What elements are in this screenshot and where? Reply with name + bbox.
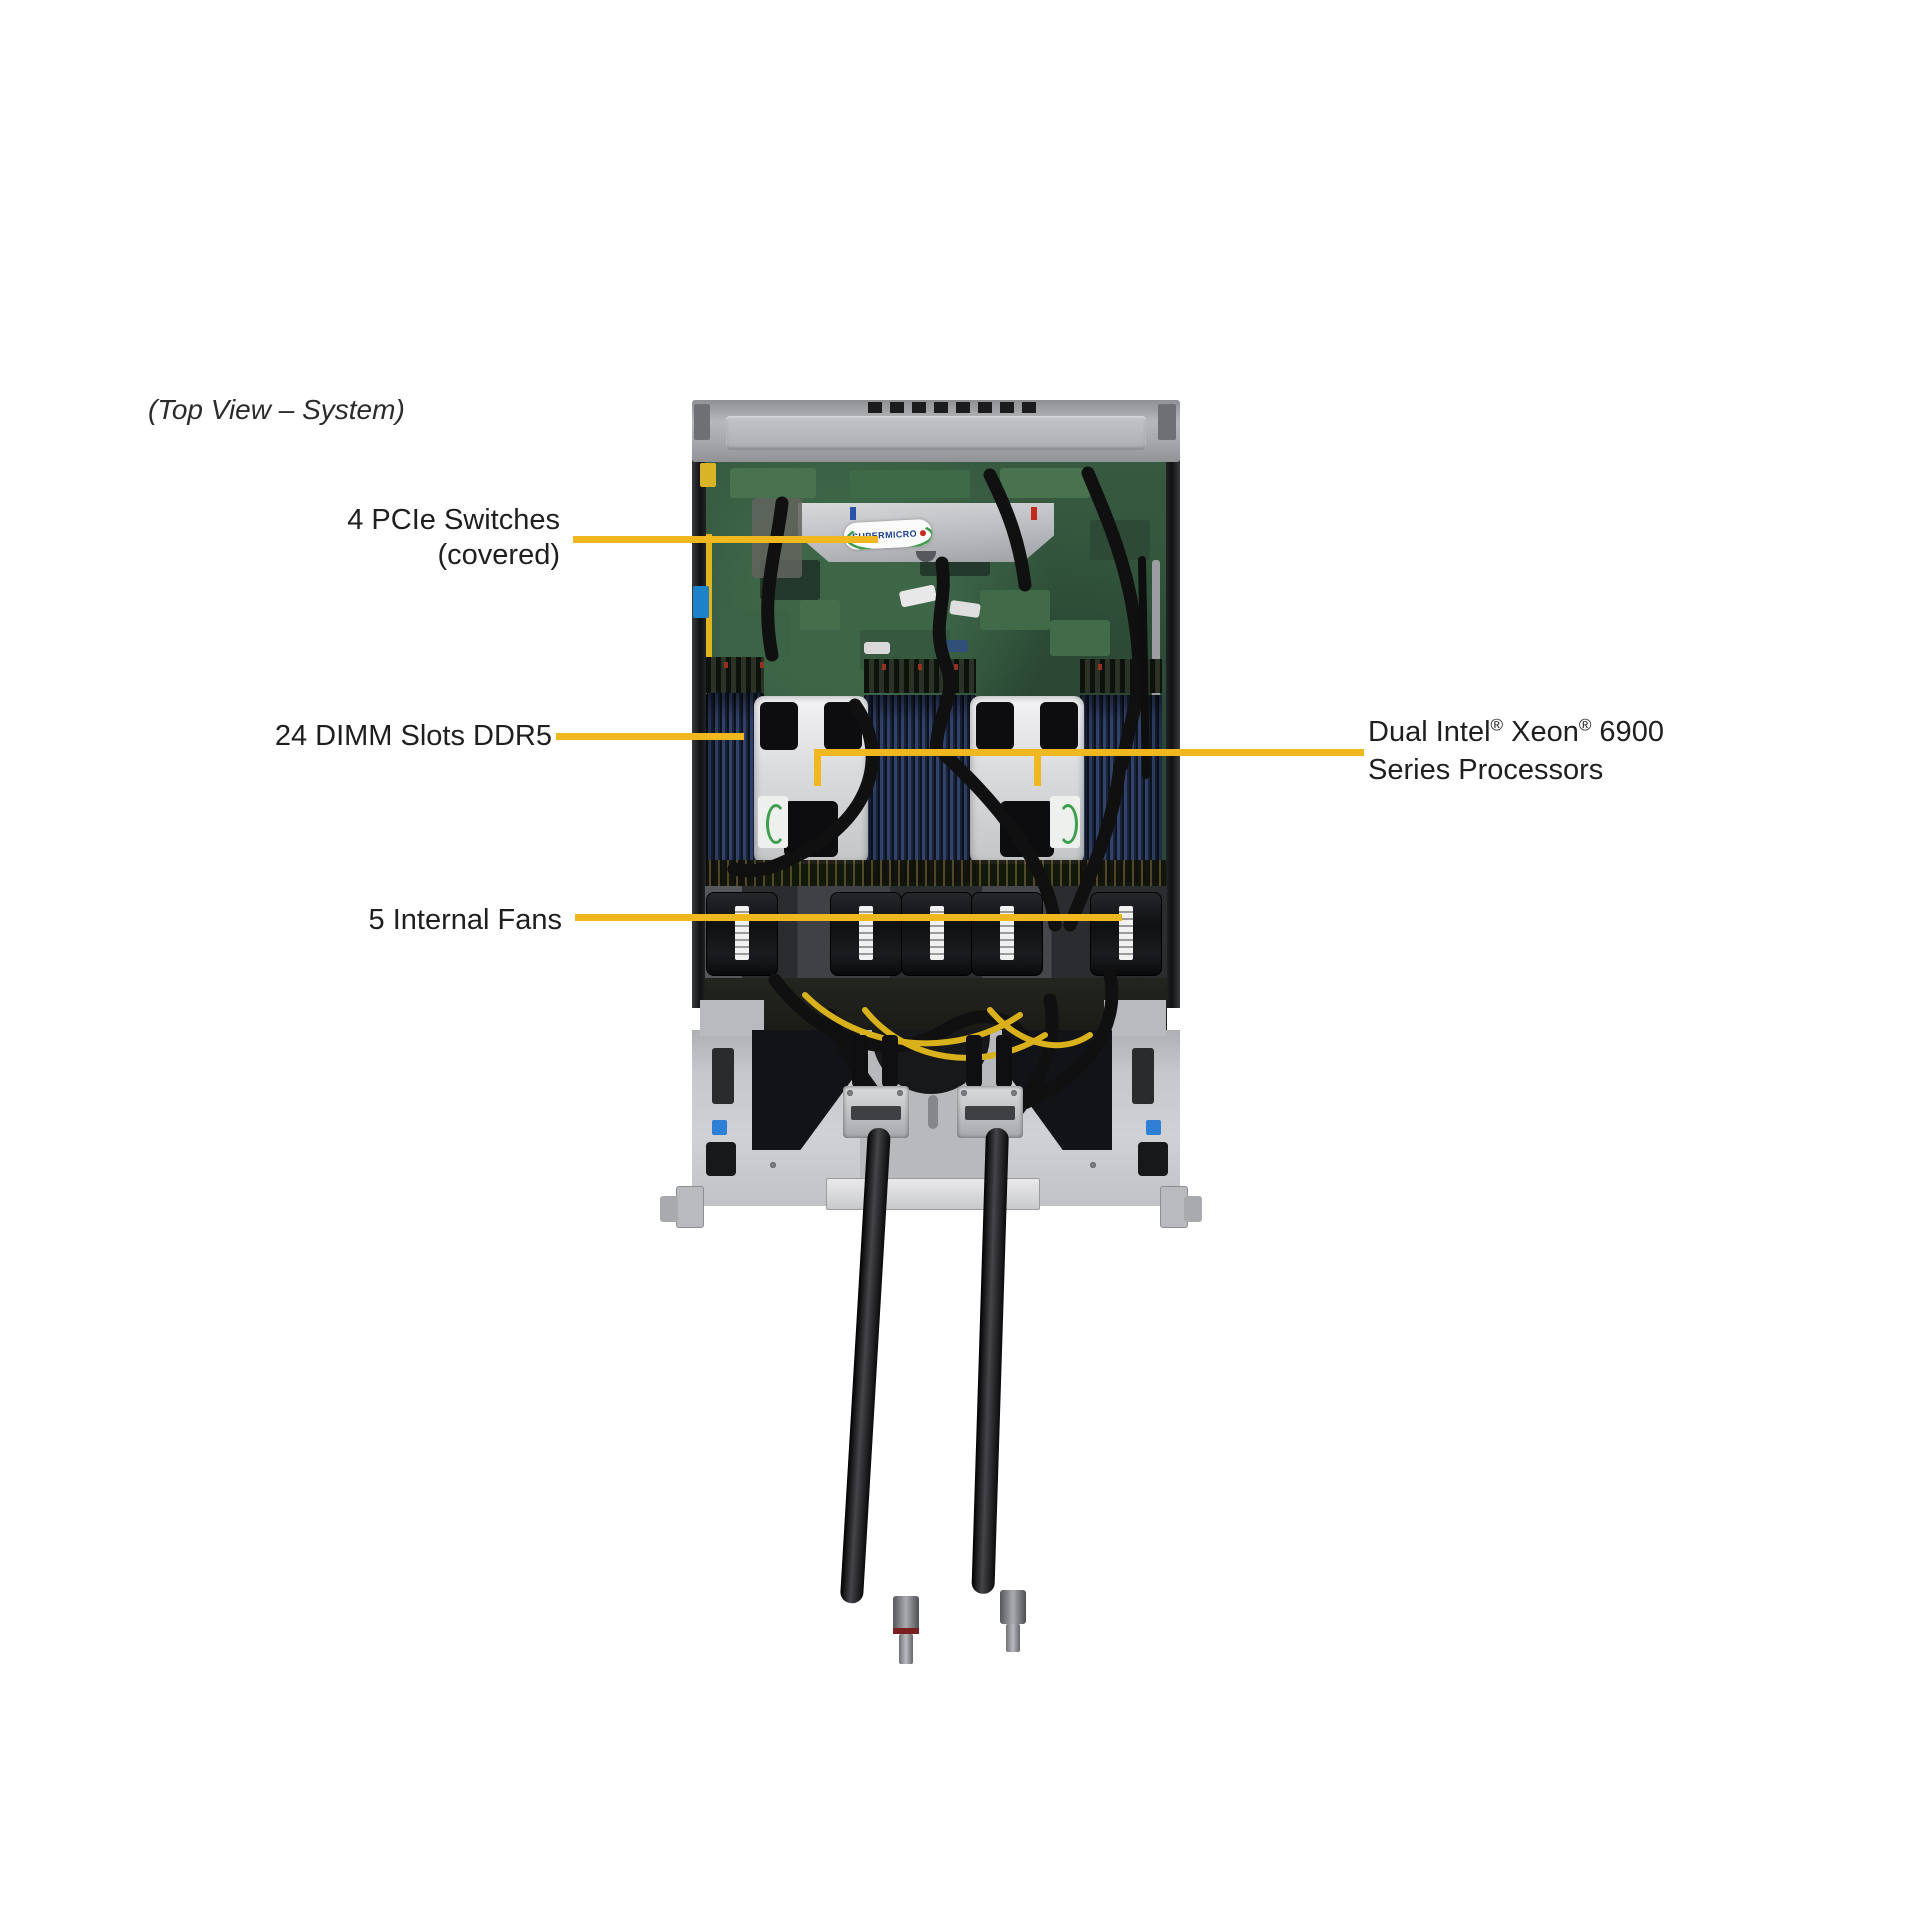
fan-2 — [830, 892, 902, 976]
tube-connector-left — [893, 1596, 919, 1630]
foot-left — [676, 1186, 704, 1228]
dimm-slots-label: 24 DIMM Slots DDR5 — [274, 720, 552, 752]
chassis-top-bar — [692, 400, 1180, 462]
tube-red-band — [893, 1628, 919, 1634]
side-clip-left — [660, 1196, 678, 1222]
dimm-connector-row — [706, 657, 764, 693]
fan-label-strip — [1119, 906, 1133, 960]
chassis-right-wall — [1166, 460, 1180, 1008]
tube-connector-right — [1000, 1590, 1026, 1624]
io-ports — [868, 402, 1040, 413]
fan-5 — [1090, 892, 1162, 976]
side-clip-right — [1184, 1196, 1202, 1222]
cable-connector — [864, 642, 890, 654]
tube-stem-left — [899, 1634, 913, 1664]
dimm-bank-center — [864, 695, 976, 883]
cpu-label-text: Dual Intel® Xeon® 6900 Series Processors — [1368, 715, 1664, 786]
blue-sticker-left — [712, 1120, 727, 1135]
figure-caption: (Top View – System) — [148, 394, 405, 425]
cpu-hose-port — [976, 702, 1014, 750]
tray-slot — [1132, 1048, 1154, 1104]
hose-clamp-left — [843, 1086, 909, 1138]
tray-slot — [712, 1048, 734, 1104]
tube-stem-right — [1006, 1624, 1020, 1652]
latch-ear-left — [694, 404, 710, 440]
latch-ear-right — [1158, 404, 1176, 440]
blue-sticker-right — [1146, 1120, 1161, 1135]
cover-marking-red — [1031, 507, 1037, 520]
hose-stub — [996, 1035, 1012, 1087]
cpu-hose-port — [760, 702, 798, 750]
cpu-block-right — [970, 696, 1084, 864]
pcb-component — [1050, 620, 1110, 656]
cpu-callout-tick-right — [1034, 749, 1041, 786]
pcb-component — [720, 610, 790, 656]
foot-right — [1160, 1186, 1188, 1228]
coolant-hoses-illustration — [727, 466, 1150, 1130]
cover-marking-blue — [850, 507, 856, 520]
keyhole-slot — [928, 1095, 938, 1129]
latch-slot-right — [1138, 1142, 1168, 1176]
pcb-component — [980, 590, 1050, 630]
fans-callout-line — [575, 914, 1122, 921]
latch-slot-left — [706, 1142, 736, 1176]
dimm-connector-row — [864, 659, 976, 693]
pcie-switches-label: 4 PCIe Switches (covered) — [347, 504, 560, 571]
pcb-component — [800, 600, 840, 630]
internal-fans-label: 5 Internal Fans — [368, 904, 562, 936]
cpu-label — [1050, 796, 1080, 848]
heatsink-row — [730, 468, 816, 498]
cover-notch — [916, 551, 936, 562]
screw — [1090, 1162, 1096, 1168]
heatsink-row — [850, 470, 970, 498]
hose-stub — [852, 1035, 868, 1087]
pcie-callout-line — [573, 536, 878, 543]
dimm-callout-line — [556, 733, 744, 740]
cpu-callout-line — [814, 749, 1364, 756]
heatsink-row — [1000, 468, 1090, 498]
cpu-callout-tick-left — [814, 749, 821, 786]
cpu-hose-port — [1040, 702, 1078, 750]
cpu-label — [758, 796, 788, 848]
hose-stub — [966, 1035, 982, 1087]
top-bar-panel — [726, 416, 1146, 450]
screw — [770, 1162, 776, 1168]
blue-latch — [693, 586, 709, 618]
hose-stub — [882, 1035, 898, 1087]
yellow-connector — [700, 463, 716, 487]
